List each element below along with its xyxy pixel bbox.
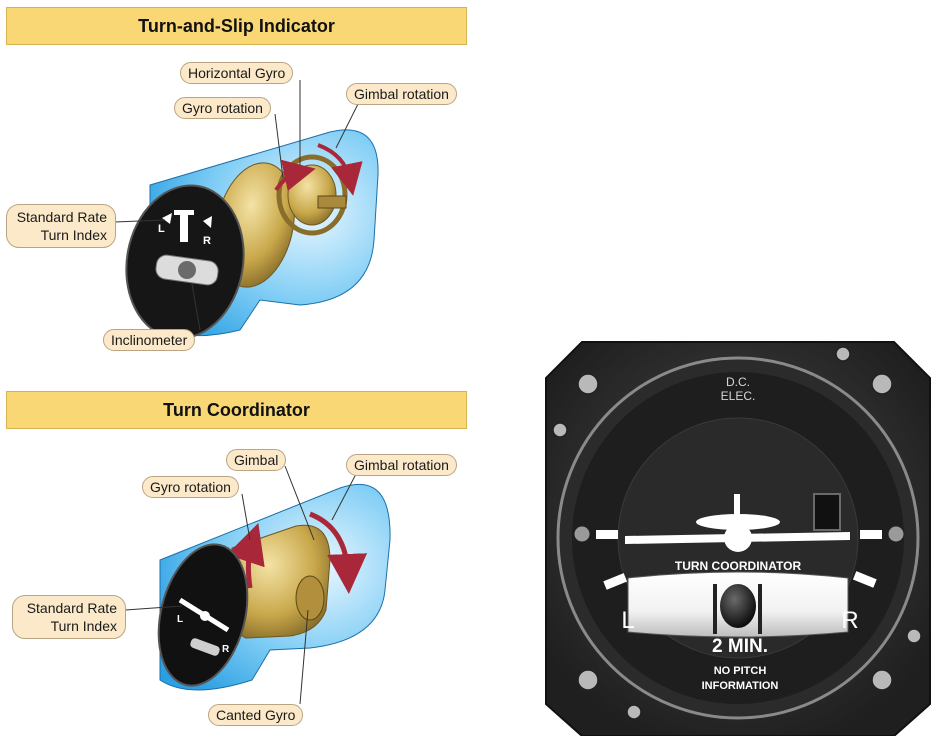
callout-inclinometer: Inclinometer (103, 329, 196, 351)
instrument-power-line1: D.C. (726, 375, 750, 389)
instrument-level-mark-right (860, 530, 882, 539)
callout-gyro-rotation-coordinator: Gyro rotation (142, 476, 239, 498)
turn-slip-inclinometer-ball (178, 261, 196, 279)
turn-slip-rate-index-right (203, 216, 212, 228)
turn-coordinator-gimbal (295, 575, 325, 621)
turn-coordinator-instrument: D.C. ELEC. TURN COORDINATOR L R 2 MIN. N… (545, 341, 931, 736)
turn-coordinator-dial-left: L (177, 614, 183, 625)
turn-coordinator-airplane-body (200, 611, 210, 621)
turn-slip-rate-index-left (162, 213, 172, 224)
turn-slip-dial-right: R (203, 235, 211, 247)
turn-coordinator-title: Turn Coordinator (6, 391, 467, 429)
turn-slip-title: Turn-and-Slip Indicator (6, 7, 467, 45)
callout-gimbal-rotation-coordinator: Gimbal rotation (346, 454, 457, 476)
instrument-side-screw-right (887, 525, 905, 543)
instrument-rate-mark-right (852, 571, 877, 588)
callout-canted-gyro: Canted Gyro (208, 704, 304, 726)
callout-gimbal: Gimbal (226, 449, 287, 471)
instrument-inclinometer-line-left (713, 584, 717, 634)
turn-coordinator-inclinometer (190, 638, 220, 656)
turn-coordinator-gimbal-rotation-arrow (309, 511, 368, 594)
turn-coordinator-illustration: L R (125, 465, 391, 705)
instrument-screws (552, 346, 922, 720)
turn-slip-gyro-rotation-arrow (274, 159, 316, 192)
instrument-level-mark-left (596, 530, 618, 539)
instrument-title: TURN COORDINATOR (675, 559, 802, 573)
turn-slip-dial-left: L (158, 223, 165, 235)
turn-coordinator-leaders (125, 465, 357, 705)
turn-slip-illustration: L R (113, 80, 379, 340)
turn-slip-needle (180, 212, 188, 242)
instrument-rate-label: 2 MIN. (712, 636, 768, 657)
callout-gimbal-rotation-turn-slip: Gimbal rotation (346, 83, 457, 105)
callout-standard-rate-turn-slip: Standard Rate Turn Index (6, 204, 116, 248)
instrument-airplane-symbol (625, 494, 850, 552)
instrument-left-label: L (621, 607, 634, 634)
callout-standard-rate-coordinator-line2: Turn Index (50, 618, 117, 634)
turn-slip-pivot (317, 195, 347, 209)
turn-slip-leaders (113, 80, 361, 331)
turn-coordinator-gyro-rotation-arrow (226, 523, 265, 589)
instrument-note-line1: NO PITCH (714, 665, 767, 677)
instrument-right-label: R (841, 607, 858, 634)
instrument-side-screw-left (573, 525, 591, 543)
turn-coordinator-dial-right: R (222, 644, 230, 655)
turn-slip-gimbal-rotation-arrow (317, 143, 363, 196)
callout-standard-rate-coordinator-line1: Standard Rate (26, 600, 117, 616)
instrument-inclinometer-line-right (758, 584, 762, 634)
callout-horizontal-gyro: Horizontal Gyro (180, 62, 294, 84)
callout-standard-rate-coordinator: Standard Rate Turn Index (12, 595, 126, 639)
instrument-power-line2: ELEC. (721, 389, 756, 403)
callout-gyro-rotation-turn-slip: Gyro rotation (174, 97, 271, 119)
instrument-flag-window (813, 493, 841, 531)
callout-standard-rate-turn-slip-line2: Turn Index (40, 227, 107, 243)
turn-slip-needle-cap (174, 210, 194, 215)
instrument-note-line2: INFORMATION (702, 680, 779, 692)
instrument-inclinometer-ball (720, 584, 756, 628)
callout-standard-rate-turn-slip-line1: Standard Rate (16, 209, 107, 225)
instrument-rate-mark-left (603, 573, 628, 590)
